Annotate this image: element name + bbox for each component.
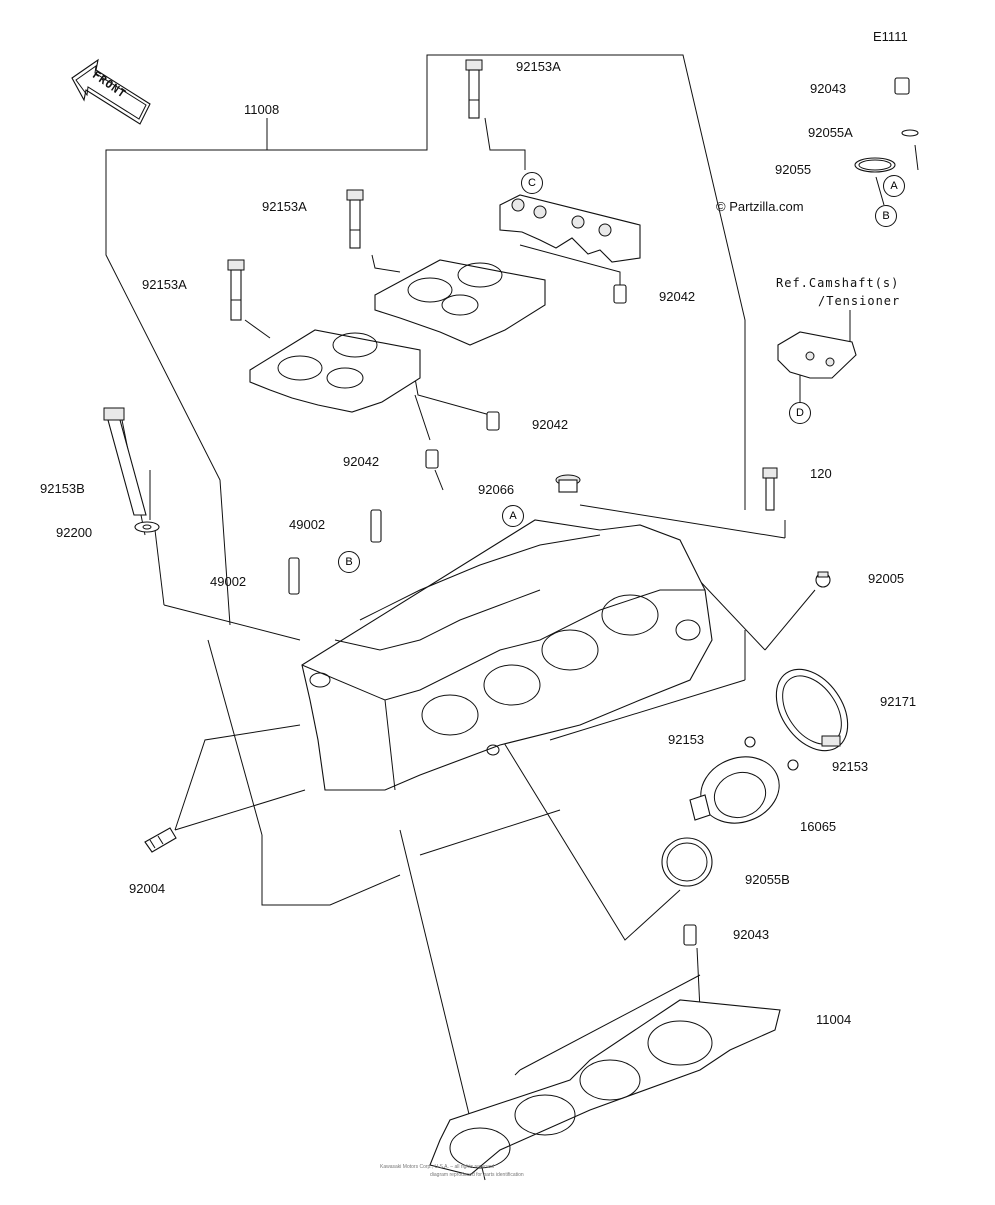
cam-cap-lower-icon (249, 329, 421, 413)
label-92153a-left: 92153A (142, 277, 187, 292)
label-49002-a: 49002 (289, 517, 326, 532)
bolt-120-icon (762, 467, 778, 511)
cam-cap-c-icon (499, 194, 641, 263)
label-92171: 92171 (880, 694, 917, 709)
label-92055b: 92055B (745, 872, 790, 887)
screw-92153-icon (744, 736, 799, 771)
label-92042-top: 92042 (659, 289, 696, 304)
label-92153a-mid: 92153A (262, 199, 307, 214)
footer-line-1: Kawasaki Motors Corp., U.S.A. – all righ… (380, 1164, 494, 1170)
callout-b-right: B (875, 205, 897, 227)
label-92153a-top: 92153A (516, 59, 561, 74)
label-92055: 92055 (775, 162, 812, 177)
callout-b-head: B (338, 551, 360, 573)
washer-92200-icon (134, 521, 160, 533)
callout-d: D (789, 402, 811, 424)
label-92043-top: 92043 (810, 81, 847, 96)
tensioner-ref-icon (777, 331, 857, 379)
label-92066: 92066 (478, 482, 515, 497)
front-arrow-icon (71, 58, 151, 125)
bolt-92153a-mid-icon (346, 189, 364, 249)
label-11004: 11004 (816, 1012, 852, 1027)
footer-line-2: diagram reproduced for parts identificat… (430, 1172, 524, 1178)
callout-a-right: A (883, 175, 905, 197)
callout-c: C (521, 172, 543, 194)
watermark: © Partzilla.com (716, 199, 804, 214)
label-92042-low: 92042 (343, 454, 380, 469)
o-ring-92055b-icon (661, 837, 713, 887)
cam-cap-upper-icon (374, 259, 546, 346)
o-ring-92055-icon (854, 157, 896, 173)
bolt-92153a-top-icon (465, 59, 483, 119)
label-11008: 11008 (244, 102, 280, 117)
clamp-92171-icon (775, 668, 849, 752)
oil-plug-92066-icon (555, 474, 581, 493)
valve-guide-icon (288, 509, 382, 595)
label-92042-mid: 92042 (532, 417, 569, 432)
label-92043-bottom: 92043 (733, 927, 770, 942)
label-49002-b: 49002 (210, 574, 247, 589)
fitting-92005-icon (815, 571, 831, 588)
bolt-92153a-left-icon (227, 259, 245, 321)
holder-16065-icon (689, 756, 780, 824)
reference-note-line2: /Tensioner (818, 294, 901, 308)
label-92153-a: 92153 (668, 732, 705, 747)
cylinder-head-icon (301, 519, 713, 791)
label-120: 120 (810, 466, 832, 481)
label-92055a: 92055A (808, 125, 853, 140)
label-16065: 16065 (800, 819, 837, 834)
dowel-pin-icon (425, 77, 910, 946)
bolt-92153b-icon (103, 407, 147, 516)
label-92005: 92005 (868, 571, 905, 586)
stud-92004-icon (144, 827, 177, 853)
washer-92055a-icon (901, 129, 919, 137)
diagram-code: E1111 (873, 29, 908, 44)
callout-a-head: A (502, 505, 524, 527)
label-92200: 92200 (56, 525, 93, 540)
label-92153b: 92153B (40, 481, 85, 496)
label-92004: 92004 (129, 881, 166, 896)
label-92153-b: 92153 (832, 759, 869, 774)
gasket-11004-icon (429, 999, 781, 1176)
reference-note-line1: Ref.Camshaft(s) (776, 276, 900, 290)
